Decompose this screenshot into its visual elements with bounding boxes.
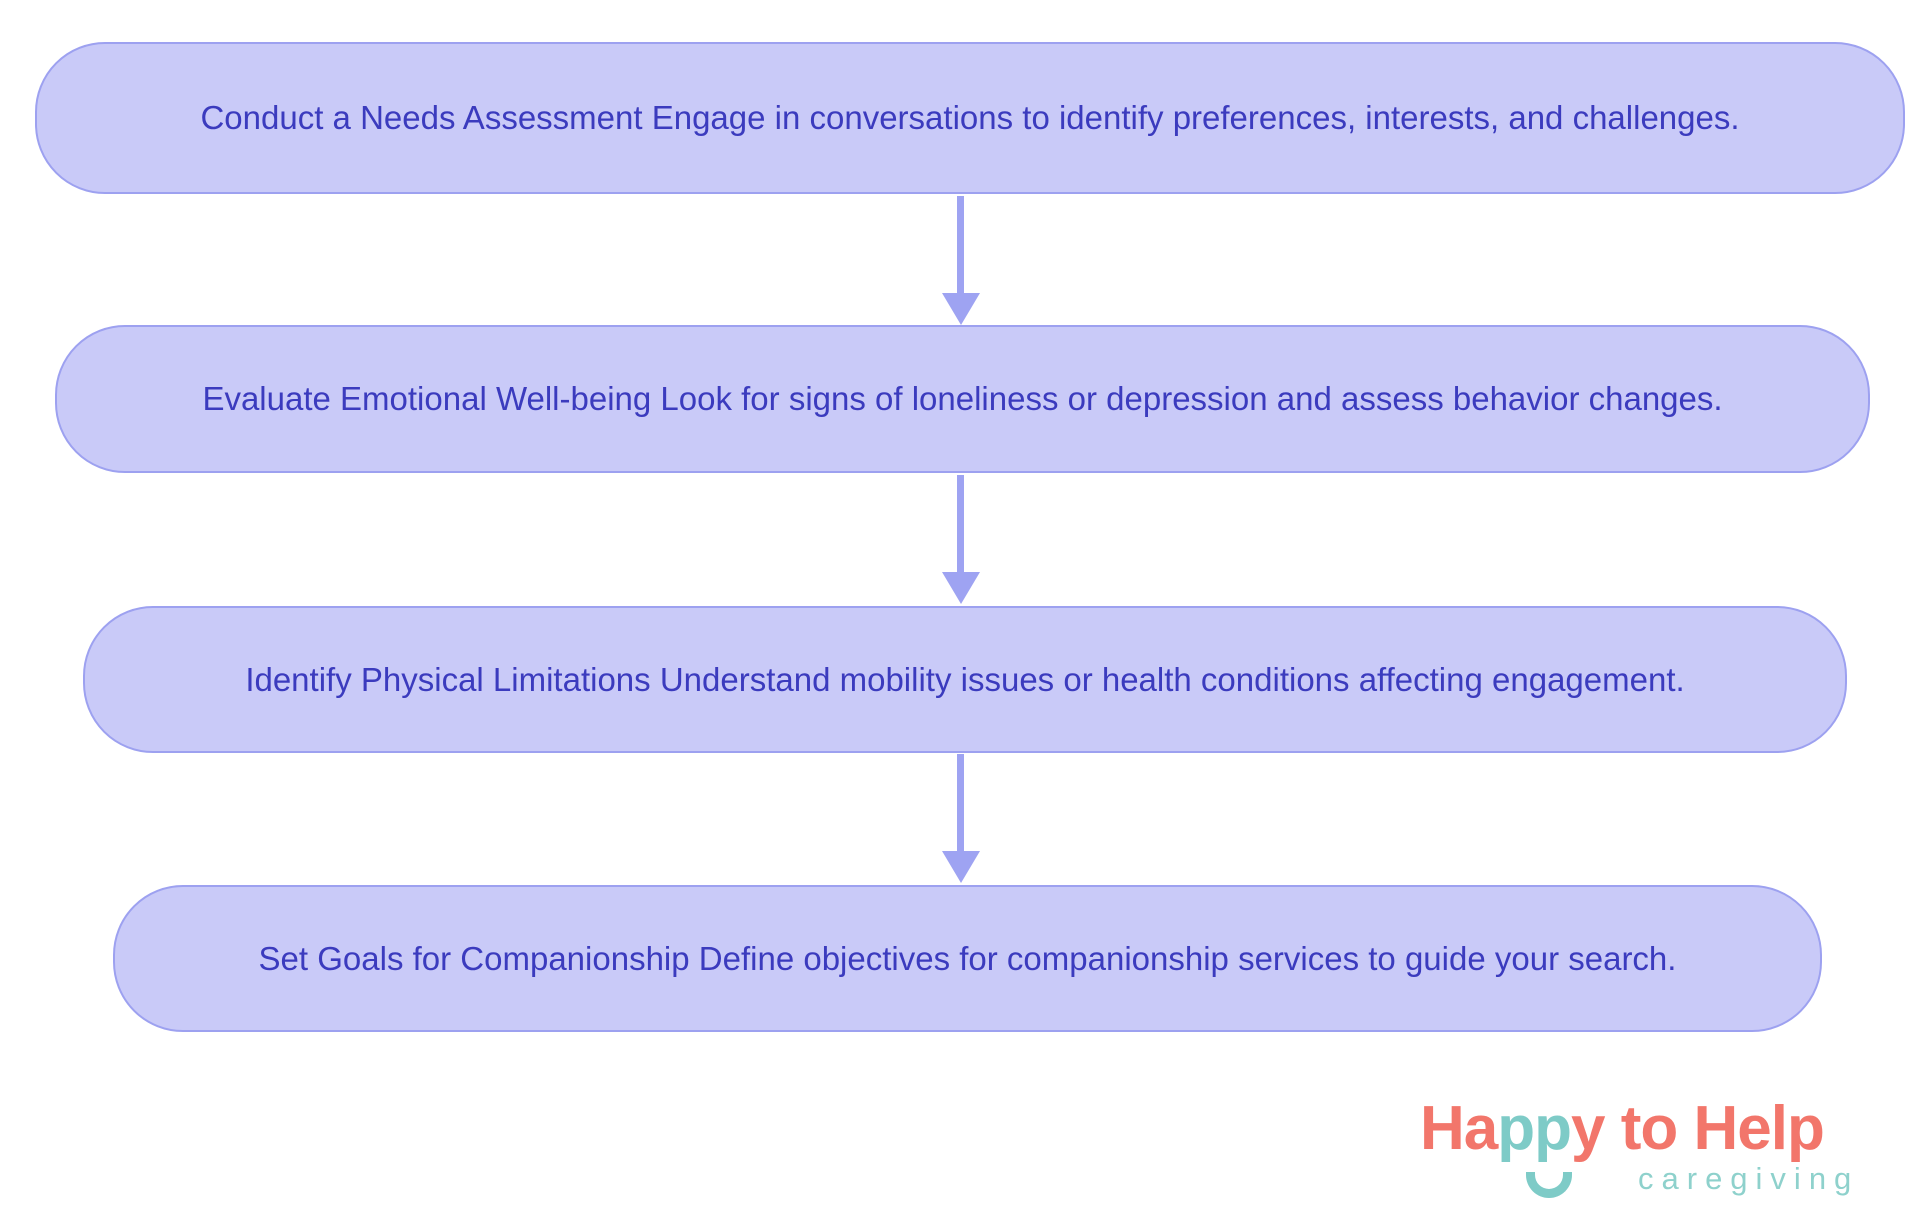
logo-text-pp: pp (1497, 1094, 1572, 1163)
logo-subtitle: caregiving (1638, 1161, 1860, 1196)
flow-step-physical-limitations: Identify Physical Limitations Understand… (83, 606, 1847, 753)
smile-icon (1526, 1172, 1572, 1198)
logo-text-y-to-help: y to Help (1571, 1094, 1825, 1163)
arrow-down-icon (942, 293, 980, 325)
arrow-line-3 (957, 754, 964, 852)
arrow-down-icon (942, 851, 980, 883)
flow-step-needs-assessment: Conduct a Needs Assessment Engage in con… (35, 42, 1905, 194)
arrow-down-icon (942, 572, 980, 604)
happy-to-help-logo: Happy to Help caregiving (1420, 1098, 1915, 1215)
arrow-line-2 (957, 475, 964, 573)
logo-text-ha: Ha (1420, 1094, 1498, 1163)
flow-step-set-goals: Set Goals for Companionship Define objec… (113, 885, 1822, 1032)
flow-step-emotional-wellbeing: Evaluate Emotional Well-being Look for s… (55, 325, 1870, 473)
logo-wordmark: Happy to Help (1420, 1098, 1825, 1160)
arrow-line-1 (957, 196, 964, 294)
